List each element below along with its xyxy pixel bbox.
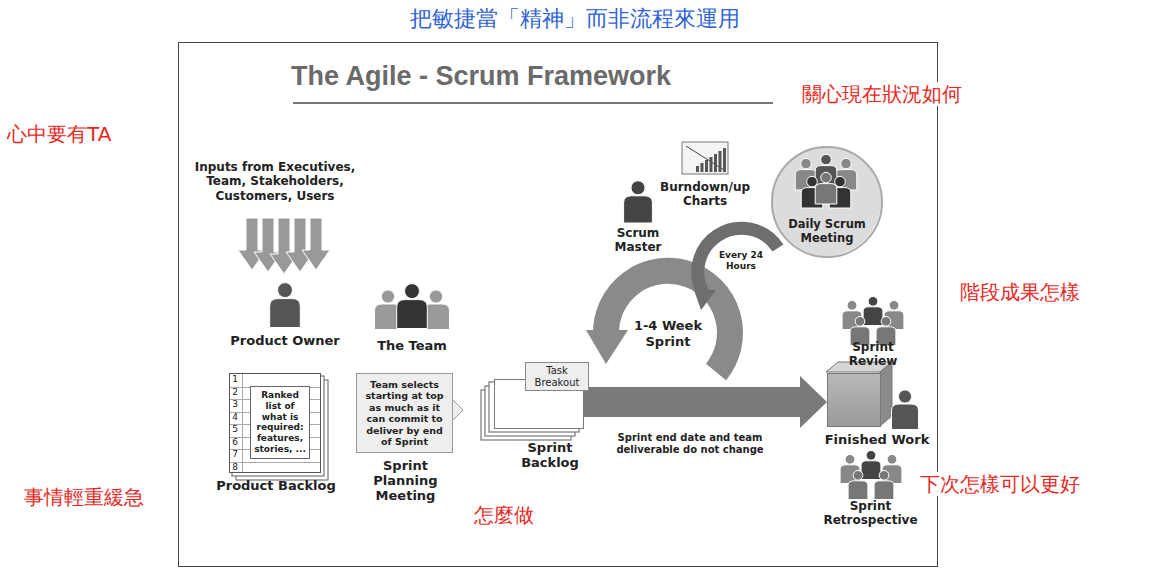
person-head bbox=[866, 450, 876, 460]
arrow-head bbox=[800, 376, 827, 428]
person-head bbox=[631, 181, 645, 195]
box-caption: Sprint Planning Meeting bbox=[353, 458, 458, 503]
person-head bbox=[887, 454, 897, 464]
frame-heading: The Agile - Scrum Framework bbox=[291, 61, 671, 92]
chart-bar bbox=[723, 148, 726, 172]
row-number: 8 bbox=[229, 461, 241, 473]
flow-arrow bbox=[584, 376, 827, 428]
row-number: 2 bbox=[229, 386, 241, 398]
person-head bbox=[879, 470, 889, 480]
row-number: 1 bbox=[229, 373, 241, 385]
person-head bbox=[889, 300, 899, 310]
figure-label: Sprint Review bbox=[828, 340, 918, 369]
frame-panel: The Agile - Scrum FrameworkRanked list o… bbox=[178, 42, 938, 567]
figure-label: Burndown/up Charts bbox=[660, 180, 750, 209]
chart-bar bbox=[719, 151, 722, 172]
box-text: Team selects starting at top as much as … bbox=[361, 379, 448, 447]
figure-label: Every 24 Hours bbox=[716, 250, 766, 272]
sprint-backlog: Task BreakoutSprint Backlog bbox=[494, 379, 584, 429]
tab-text: Task Breakout bbox=[528, 365, 586, 388]
person-head bbox=[847, 300, 857, 310]
chart-bar bbox=[696, 166, 699, 172]
person-body bbox=[270, 299, 301, 328]
daily-scrum-circle: Daily Scrum Meeting bbox=[771, 146, 883, 258]
person-head bbox=[381, 290, 394, 303]
person-head bbox=[868, 296, 878, 306]
person-body bbox=[861, 461, 881, 480]
person-body bbox=[874, 481, 894, 500]
annotation: 心中要有TA bbox=[5, 122, 113, 146]
page-title: 把敏捷當「精神」而非流程來運用 bbox=[0, 6, 1149, 32]
figure-label: Product Owner bbox=[225, 333, 345, 349]
person-head bbox=[898, 390, 911, 403]
annotation: 下次怎樣可以更好 bbox=[918, 472, 1082, 496]
person-head bbox=[841, 158, 852, 169]
daily-loop bbox=[698, 228, 778, 296]
people-icons bbox=[270, 154, 919, 499]
circle-text: Daily Scrum Meeting bbox=[782, 218, 872, 246]
person-head bbox=[821, 172, 832, 183]
chart-bar bbox=[714, 154, 717, 172]
planning-box: Team selects starting at top as much as … bbox=[356, 373, 453, 453]
person-head bbox=[845, 454, 855, 464]
box-caption: Finished Work bbox=[822, 432, 932, 447]
chart-bar bbox=[705, 160, 708, 172]
figure-label: The Team bbox=[362, 338, 462, 354]
person-head bbox=[801, 158, 812, 169]
annotation: 階段成果怎樣 bbox=[958, 280, 1082, 304]
person-body bbox=[397, 300, 428, 329]
daily-circle-fill bbox=[771, 146, 881, 256]
person-body bbox=[863, 307, 883, 326]
row-number: 4 bbox=[229, 411, 241, 423]
person-head bbox=[855, 316, 865, 326]
burndown-chart bbox=[682, 142, 728, 174]
row-number: 3 bbox=[229, 398, 241, 410]
person-body bbox=[795, 170, 817, 190]
input-arrows bbox=[238, 218, 330, 274]
person-head bbox=[429, 290, 442, 303]
person-head bbox=[405, 284, 420, 299]
annotation: 事情輕重緩急 bbox=[22, 485, 146, 509]
row-number: 6 bbox=[229, 436, 241, 448]
person-body bbox=[815, 166, 837, 186]
person-body bbox=[835, 170, 857, 190]
product-backlog: Ranked list of what is required: feature… bbox=[229, 373, 321, 473]
sprint-loop bbox=[606, 271, 730, 372]
person-body bbox=[848, 481, 868, 500]
figure-label: Scrum Master bbox=[598, 226, 678, 255]
person-head bbox=[853, 470, 863, 480]
person-body bbox=[892, 404, 919, 430]
figure-label: Sprint Retrospective bbox=[823, 499, 918, 528]
row-number: 5 bbox=[229, 423, 241, 435]
figure-label: Sprint end date and team deliverable do … bbox=[615, 432, 765, 456]
person-head bbox=[821, 154, 832, 165]
chart-bar bbox=[710, 157, 713, 172]
annotation: 怎麼做 bbox=[472, 503, 536, 527]
ranked-list-box: Ranked list of what is required: feature… bbox=[250, 386, 310, 459]
box-text: Ranked list of what is required: feature… bbox=[252, 390, 308, 455]
chart-bar bbox=[701, 163, 704, 172]
finished-cube: Finished Work bbox=[827, 373, 881, 427]
person-body bbox=[815, 184, 837, 204]
number-column bbox=[242, 374, 243, 472]
box-caption: Sprint Backlog bbox=[505, 440, 595, 470]
row-number: 7 bbox=[229, 448, 241, 460]
person-body bbox=[624, 196, 653, 223]
heading-rule bbox=[293, 102, 773, 104]
figure-label: 1-4 Week Sprint bbox=[628, 318, 708, 349]
sprint-loop-head bbox=[586, 330, 628, 364]
finished-cube-faces bbox=[826, 362, 892, 426]
figure-label: Inputs from Executives, Team, Stakeholde… bbox=[185, 160, 365, 203]
row-line bbox=[230, 462, 320, 463]
annotation: 關心現在狀況如何 bbox=[800, 82, 964, 106]
daily-loop-head bbox=[694, 290, 716, 310]
box-caption: Product Backlog bbox=[216, 478, 336, 493]
task-tab: Task Breakout bbox=[525, 362, 589, 391]
arrow-band bbox=[584, 387, 801, 417]
person-head bbox=[278, 283, 293, 298]
person-head bbox=[881, 316, 891, 326]
